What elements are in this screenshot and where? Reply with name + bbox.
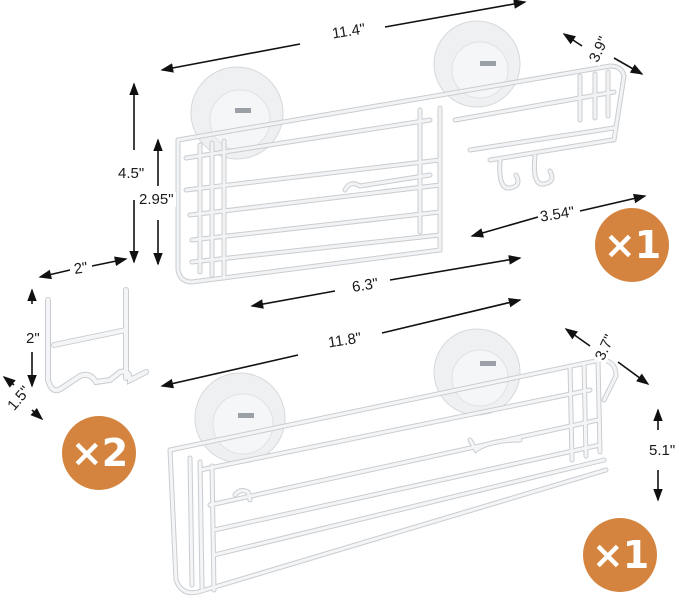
combo-caddy-illustration [175, 20, 627, 285]
dimension-label-caddy-height: 4.5" [116, 165, 147, 182]
suction-cup-icon [194, 372, 286, 464]
dimension-label-hook-width: 2" [70, 259, 91, 278]
quantity-label: ×1 [603, 223, 661, 267]
quantity-label: ×1 [591, 533, 649, 577]
hook-illustration [45, 287, 149, 394]
quantity-label: ×2 [70, 431, 128, 475]
quantity-badge-hook: ×2 [62, 416, 136, 490]
dimension-label-basket-height: 5.1" [647, 442, 678, 459]
dimension-label-caddy-inner-height: 2.95" [137, 191, 176, 208]
quantity-badge-basket: ×1 [583, 518, 657, 592]
dimension-lines [2, 0, 663, 502]
basket-illustration [167, 328, 619, 596]
suction-cup-icon [433, 328, 521, 416]
dimension-label-hook-height: 2" [24, 330, 42, 347]
quantity-badge-caddy: ×1 [595, 208, 669, 282]
